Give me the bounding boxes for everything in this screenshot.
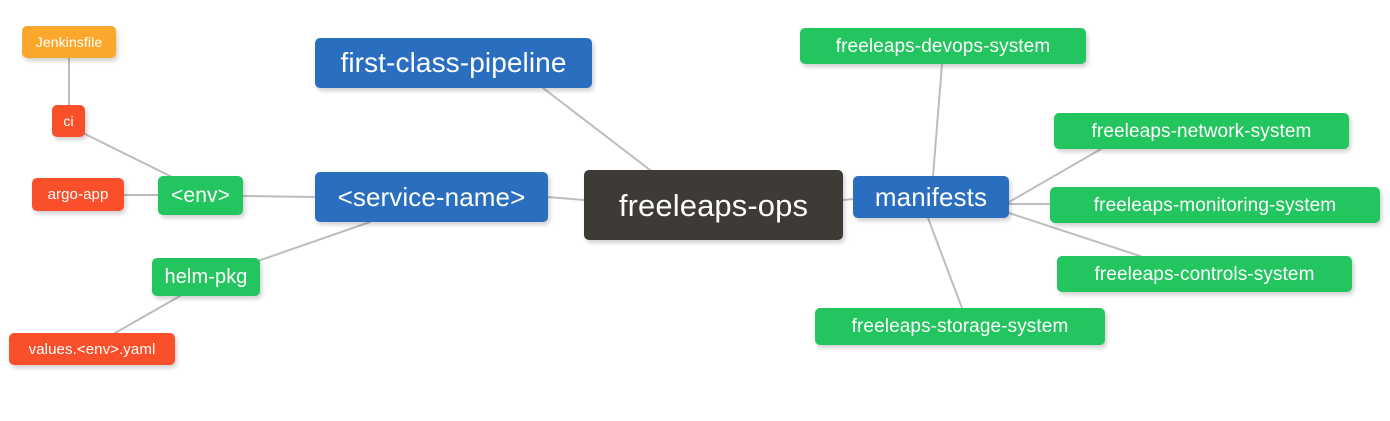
- node-manifests[interactable]: manifests: [853, 176, 1009, 218]
- node-freeleaps-ops[interactable]: freeleaps-ops: [584, 170, 843, 240]
- node-service-name[interactable]: <service-name>: [315, 172, 548, 222]
- node-label-freeleaps-storage-system: freeleaps-storage-system: [851, 316, 1069, 337]
- node-freeleaps-network-system[interactable]: freeleaps-network-system: [1054, 113, 1349, 149]
- node-label-freeleaps-monitoring-system: freeleaps-monitoring-system: [1093, 194, 1337, 216]
- node-label-service-name: <service-name>: [337, 182, 526, 212]
- node-jenkinsfile[interactable]: Jenkinsfile: [22, 26, 116, 58]
- node-env[interactable]: <env>: [158, 176, 243, 215]
- node-label-helm-pkg: helm-pkg: [164, 266, 248, 288]
- node-label-freeleaps-ops: freeleaps-ops: [618, 187, 809, 223]
- node-label-argo-app: argo-app: [47, 186, 109, 203]
- node-ci[interactable]: ci: [52, 105, 85, 137]
- node-argo-app[interactable]: argo-app: [32, 178, 124, 211]
- node-label-freeleaps-network-system: freeleaps-network-system: [1091, 120, 1312, 142]
- node-freeleaps-storage-system[interactable]: freeleaps-storage-system: [815, 308, 1105, 345]
- node-label-values-yaml: values.<env>.yaml: [28, 340, 156, 358]
- node-freeleaps-monitoring-system[interactable]: freeleaps-monitoring-system: [1050, 187, 1380, 223]
- node-label-first-class-pipeline: first-class-pipeline: [340, 47, 567, 78]
- node-label-jenkinsfile: Jenkinsfile: [35, 34, 103, 50]
- node-label-freeleaps-controls-system: freeleaps-controls-system: [1094, 263, 1315, 285]
- node-values-yaml[interactable]: values.<env>.yaml: [9, 333, 175, 365]
- node-freeleaps-controls-system[interactable]: freeleaps-controls-system: [1057, 256, 1352, 292]
- node-label-env: <env>: [171, 184, 230, 207]
- node-label-manifests: manifests: [874, 182, 988, 212]
- node-freeleaps-devops-system[interactable]: freeleaps-devops-system: [800, 28, 1086, 64]
- node-first-class-pipeline[interactable]: first-class-pipeline: [315, 38, 592, 88]
- node-label-freeleaps-devops-system: freeleaps-devops-system: [835, 35, 1051, 57]
- node-helm-pkg[interactable]: helm-pkg: [152, 258, 260, 296]
- node-label-ci: ci: [63, 113, 74, 129]
